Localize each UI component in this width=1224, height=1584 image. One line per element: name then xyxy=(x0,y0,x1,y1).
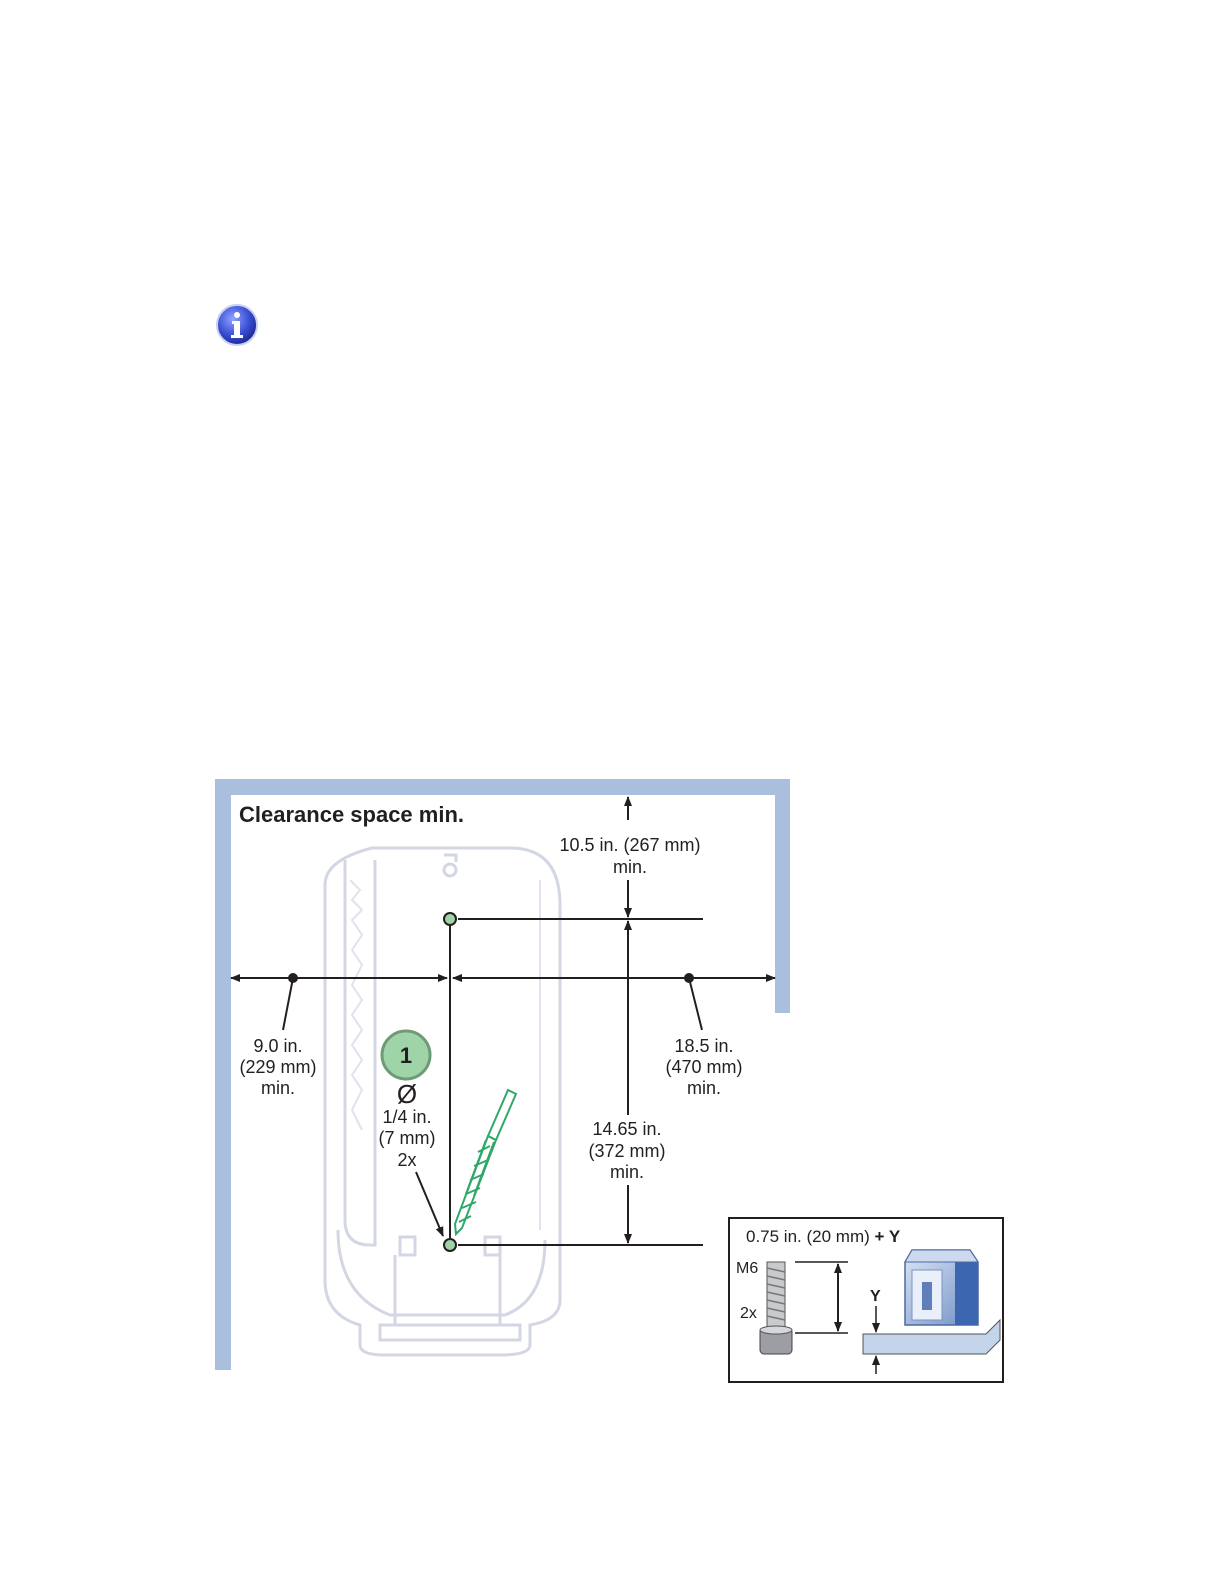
hole-quantity: 2x xyxy=(397,1150,416,1170)
top-clearance-min: min. xyxy=(613,857,647,877)
hole-size-in: 1/4 in. xyxy=(382,1107,431,1127)
drill-bit-icon xyxy=(455,1090,516,1234)
printer-outline xyxy=(325,848,560,1355)
vertical-spacing-min: min. xyxy=(610,1162,644,1182)
top-clearance-label: 10.5 in. (267 mm) xyxy=(559,835,700,855)
plus-y-label: + Y xyxy=(875,1227,901,1246)
mounting-hole-bottom xyxy=(444,1239,456,1251)
printer-icon xyxy=(905,1250,978,1325)
screw-size-label: M6 xyxy=(736,1260,758,1277)
callout-1: 1 xyxy=(382,1031,430,1079)
y-label: Y xyxy=(870,1288,881,1305)
diagram-title: Clearance space min. xyxy=(239,802,464,827)
left-clearance-value: 9.0 in. xyxy=(253,1036,302,1056)
screw-length-inset: 0.75 in. (20 mm) + Y M6 2x Y xyxy=(729,1218,1003,1382)
screw-qty-label: 2x xyxy=(740,1305,757,1322)
right-clearance-metric: (470 mm) xyxy=(665,1057,742,1077)
svg-text:0.75 in. (20 mm) + Y: 0.75 in. (20 mm) + Y xyxy=(746,1227,901,1246)
diameter-symbol: Ø xyxy=(397,1079,417,1109)
vertical-spacing-metric: (372 mm) xyxy=(588,1141,665,1161)
left-clearance-metric: (229 mm) xyxy=(239,1057,316,1077)
printer-side-detail xyxy=(350,880,540,1230)
screw-length-label: 0.75 in. (20 mm) xyxy=(746,1227,870,1246)
left-clearance-min: min. xyxy=(261,1078,295,1098)
vertical-spacing-value: 14.65 in. xyxy=(592,1119,661,1139)
right-clearance-min: min. xyxy=(687,1078,721,1098)
mounting-hole-top xyxy=(444,913,456,925)
right-clearance-value: 18.5 in. xyxy=(674,1036,733,1056)
hole-size-mm: (7 mm) xyxy=(379,1128,436,1148)
callout-number: 1 xyxy=(400,1043,412,1068)
